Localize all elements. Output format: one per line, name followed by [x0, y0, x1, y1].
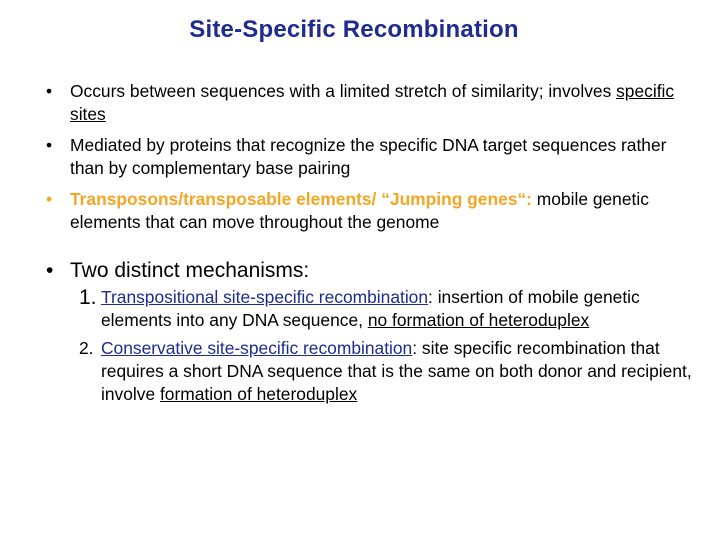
- underlined-term: no formation of heteroduplex: [367, 310, 590, 330]
- underlined-term: specific sites: [70, 81, 675, 124]
- bullet-marker: •: [46, 81, 53, 101]
- mechanism-link[interactable]: Conservative site-specific recombination: [101, 338, 413, 358]
- highlighted-term: Transposons/transposable elements/ “Jump…: [70, 189, 532, 209]
- mechanism-text: : site specific recombination that requi…: [101, 338, 692, 404]
- bullet-marker: •: [46, 259, 54, 282]
- bullet-marker: •: [46, 135, 53, 155]
- bullet-item: • Occurs between sequences with a limited…: [46, 80, 696, 126]
- bullet-text: Two distinct mechanisms:: [70, 259, 310, 282]
- bullet-item: • Transposons/transposable elements/ “Jum…: [46, 188, 696, 234]
- bullet-list: • Occurs between sequences with a limited…: [46, 80, 696, 406]
- underlined-term: formation of heteroduplex: [159, 384, 358, 404]
- mechanism-item: 2. Conservative site-specific recombinati…: [46, 337, 696, 406]
- bullet-text: Mediated by proteins that recognize the …: [70, 135, 667, 178]
- mechanism-text: : insertion of mobile genetic elements i…: [101, 287, 640, 330]
- mechanism-number: 2.: [79, 338, 94, 358]
- bullet-item: • Two distinct mechanisms:: [46, 257, 696, 284]
- slide-title: Site-Specific Recombination: [189, 16, 519, 43]
- mechanism-link[interactable]: Transpositional site-specific recombinat…: [101, 287, 429, 307]
- bullet-text: Occurs between sequences with a limited …: [70, 81, 617, 101]
- bullet-marker: •: [46, 189, 53, 209]
- mechanism-item: 1.Transpositional site-specific recombin…: [46, 286, 696, 332]
- bullet-text: mobile genetic elements that can move th…: [70, 189, 649, 232]
- mechanism-number: 1.: [79, 286, 97, 309]
- bullet-item: • Mediated by proteins that recognize the…: [46, 134, 696, 180]
